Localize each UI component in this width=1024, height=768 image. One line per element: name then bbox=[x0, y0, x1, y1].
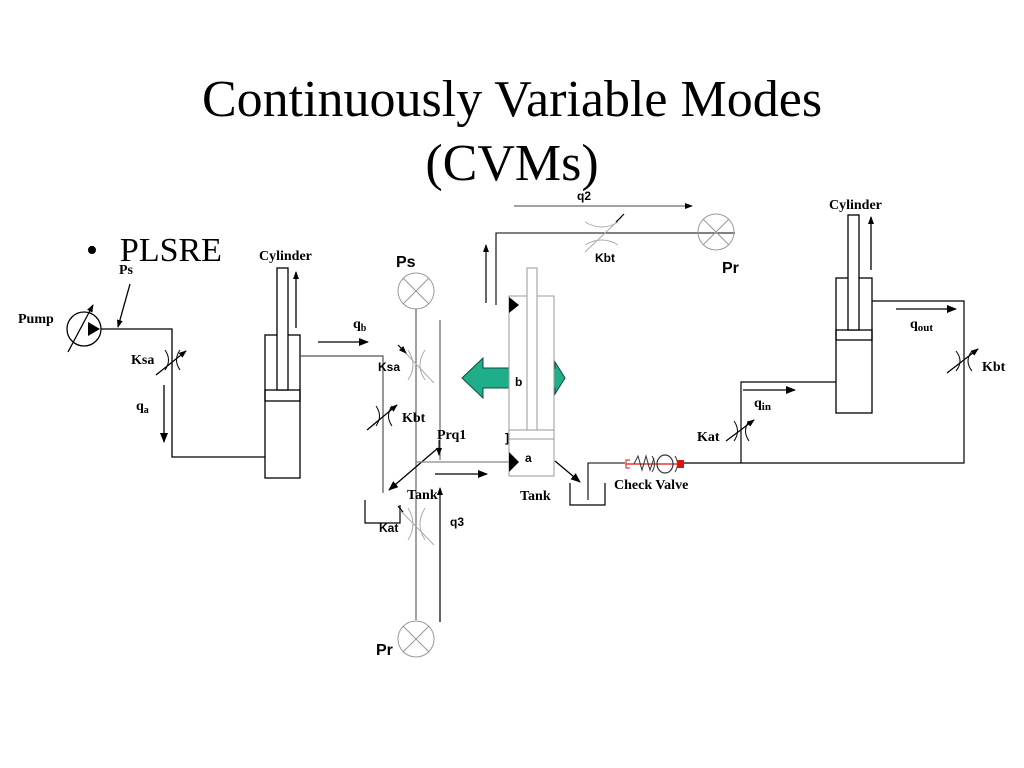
bullet-symbol: • bbox=[86, 232, 98, 269]
chamber-b-label: b bbox=[515, 375, 522, 389]
right-return-line bbox=[684, 300, 965, 464]
right-cylinder-icon bbox=[835, 214, 874, 414]
middle-circuit: Ps Ksa Kbt Prq1 Tank bbox=[364, 189, 739, 659]
tank-right-icon bbox=[569, 483, 606, 506]
qin-label: qin bbox=[754, 396, 771, 413]
ksa-label-left: Ksa bbox=[131, 353, 154, 368]
svg-text:]: ] bbox=[505, 431, 509, 445]
left-cylinder-icon bbox=[264, 267, 301, 479]
left-circuit: Pump Ps Ksa qa Cylinder qb bbox=[18, 249, 384, 493]
pump-label: Pump bbox=[18, 312, 54, 327]
pump-icon bbox=[66, 304, 102, 353]
slide-title-line-1: Continuously Variable Modes bbox=[201, 71, 823, 128]
pr-source-top-icon bbox=[697, 213, 735, 251]
prq1-to-tank-arrow bbox=[388, 447, 439, 491]
q2-label: q2 bbox=[577, 189, 591, 203]
qa-label: qa bbox=[136, 399, 149, 416]
bullet-item: • PLSRE bbox=[86, 232, 222, 270]
chamber-a-label: a bbox=[525, 451, 532, 465]
pr-source-bottom-icon bbox=[397, 620, 435, 658]
pr-label-top: Pr bbox=[722, 260, 739, 277]
ps-source-icon bbox=[397, 272, 435, 310]
slide-title-line-2: (CVMs) bbox=[425, 135, 599, 192]
top-branch-line bbox=[495, 232, 735, 305]
ps-label-middle: Ps bbox=[396, 254, 416, 271]
right-supply-line bbox=[740, 381, 836, 463]
middle-cylinder-icon: ] bbox=[505, 267, 555, 477]
ps-label-left: Ps bbox=[119, 263, 134, 278]
right-circuit: Cylinder qout Kbt qin Kat bbox=[684, 198, 1006, 464]
to-tank-arrow bbox=[554, 460, 581, 483]
check-valve-label: Check Valve bbox=[614, 478, 688, 493]
cylinder-label-right: Cylinder bbox=[829, 198, 882, 213]
check-valve-icon bbox=[625, 454, 684, 474]
kbt-orifice-top-icon bbox=[584, 213, 625, 253]
prq1-label: Prq1 bbox=[437, 428, 466, 443]
kbt-orifice-right-icon bbox=[946, 348, 979, 374]
qout-label: qout bbox=[910, 317, 933, 334]
ksa-orifice-middle-icon bbox=[397, 344, 435, 384]
supply-line-left bbox=[101, 328, 265, 458]
kbt-orifice-middle-icon bbox=[366, 404, 398, 431]
kat-orifice-right-icon bbox=[725, 419, 755, 442]
tank-left-icon bbox=[364, 500, 401, 524]
cylinder-label-left: Cylinder bbox=[259, 249, 312, 264]
rod-side-line bbox=[300, 355, 384, 493]
kbt-label-top: Kbt bbox=[595, 251, 615, 265]
tank-label-right: Tank bbox=[520, 489, 551, 504]
ksa-orifice-icon bbox=[155, 349, 187, 376]
kbt-label-middle: Kbt bbox=[402, 411, 426, 426]
q3-label: q3 bbox=[450, 515, 464, 529]
kat-label-right: Kat bbox=[697, 430, 720, 445]
ps-pointer-arrow bbox=[116, 283, 131, 328]
ksa-label-middle: Ksa bbox=[378, 360, 400, 374]
kbt-label-right: Kbt bbox=[982, 360, 1006, 375]
kat-label-middle: Kat bbox=[379, 521, 398, 535]
pr-label-bottom: Pr bbox=[376, 642, 393, 659]
bullet-text: PLSRE bbox=[119, 232, 222, 269]
qb-label: qb bbox=[353, 317, 367, 334]
line-to-check-valve bbox=[587, 462, 625, 500]
tank-label-middle: Tank bbox=[407, 488, 438, 503]
kat-orifice-middle-icon bbox=[397, 505, 435, 546]
